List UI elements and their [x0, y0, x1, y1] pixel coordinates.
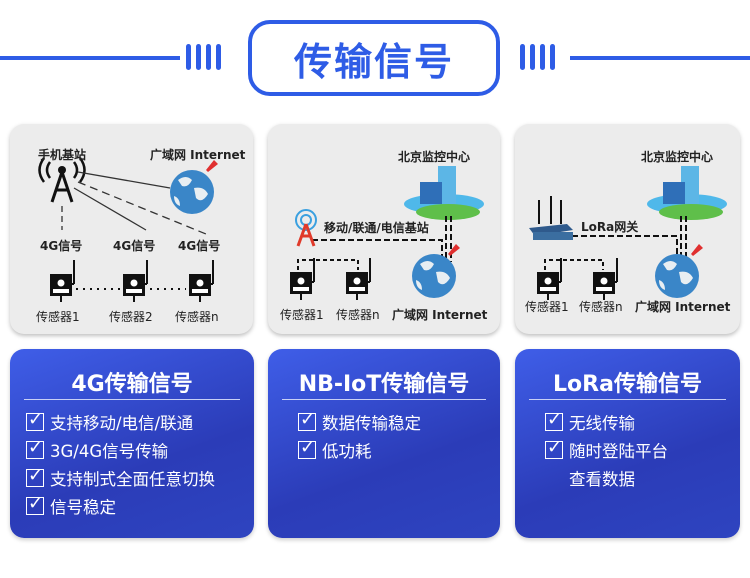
card-title: LoRa传输信号	[553, 372, 702, 397]
feature-item: ✓ 3G/4G信号传输	[26, 436, 254, 464]
diagram-4g-graphic	[38, 157, 218, 303]
feature-text: 数据传输稳定	[322, 414, 421, 433]
card-nbiot: NB-IoT传输信号 ✓ 数据传输稳定 ✓ 低功耗	[268, 349, 500, 538]
checkbox-icon: ✓	[26, 493, 44, 515]
sensor-icon	[345, 257, 371, 301]
sensor-label: 传感器n	[579, 300, 623, 314]
page-title: 传输信号	[248, 20, 500, 96]
divider	[282, 399, 486, 400]
feature-item: ✓ 信号稳定	[26, 492, 254, 520]
sensor-label: 传感器n	[336, 308, 380, 322]
feature-item: ✓ 低功耗	[298, 436, 500, 464]
card-4g: 4G传输信号 ✓ 支持移动/电信/联通 ✓ 3G/4G信号传输 ✓ 支持制式全面任意切…	[10, 349, 254, 538]
checkbox-icon: ✓	[26, 437, 44, 459]
diagram-lora: 北京监控中心 LoRa网关 传感器1 传感器n 广域网 Internet	[515, 124, 740, 334]
globe-icon	[412, 244, 460, 298]
header-bars-right	[520, 44, 555, 70]
base-station-label: 移动/联通/电信基站	[324, 221, 429, 235]
sensor-icon	[49, 259, 75, 303]
tower-icon	[38, 157, 86, 203]
checkbox-icon: ✓	[26, 465, 44, 487]
feature-item: ✓ 随时登陆平台	[545, 436, 740, 464]
feature-item: ✓ 数据传输稳定	[298, 408, 500, 436]
header-bars-left	[186, 44, 221, 70]
base-station-label: 手机基站	[38, 148, 87, 162]
feature-text: 3G/4G信号传输	[50, 442, 169, 461]
center-label: 北京监控中心	[398, 150, 471, 164]
checkbox-icon: ✓	[298, 437, 316, 459]
sensor-label: 传感器1	[36, 310, 80, 324]
sensor-label: 传感器2	[109, 310, 153, 324]
sensor-label: 传感器n	[175, 310, 219, 324]
feature-item: ✓ 无线传输	[545, 408, 740, 436]
feature-text: 支持移动/电信/联通	[50, 414, 194, 433]
gateway-label: LoRa网关	[581, 220, 639, 234]
card-lora: LoRa传输信号 ✓ 无线传输 ✓ 随时登陆平台 查看数据	[515, 349, 740, 538]
internet-label: 广域网 Internet	[392, 308, 488, 322]
internet-label: 广域网 Internet	[635, 300, 731, 314]
feature-text: 低功耗	[322, 442, 372, 461]
feature-text: 随时登陆平台	[569, 442, 668, 461]
center-label: 北京监控中心	[641, 150, 714, 164]
feature-item: 查看数据	[545, 464, 740, 492]
header-line-left	[0, 56, 180, 60]
monitoring-center-icon	[647, 166, 727, 220]
feature-text: 信号稳定	[50, 498, 116, 517]
signal-label: 4G信号	[40, 239, 83, 253]
feature-text: 支持制式全面任意切换	[50, 470, 215, 489]
sensor-icon	[289, 257, 315, 301]
checkbox-icon: ✓	[545, 409, 563, 431]
diagram-nbiot-graphic	[289, 166, 484, 301]
card-title: NB-IoT传输信号	[298, 372, 470, 397]
sensor-label: 传感器1	[525, 300, 569, 314]
globe-icon	[655, 244, 703, 298]
divider	[24, 399, 240, 400]
divider	[529, 399, 726, 400]
diagram-nbiot: 北京监控中心 移动/联通/电信基站 传感器1 传感器n 广域网 Internet	[268, 124, 500, 334]
checkbox-icon: ✓	[545, 437, 563, 459]
diagram-lora-graphic	[529, 166, 727, 301]
feature-text: 查看数据	[569, 470, 635, 489]
diagram-4g: 手机基站 广域网 Internet 4G信号 4G信号 4G信号 传感器1 传感…	[10, 124, 253, 334]
sensor-icon	[536, 257, 562, 301]
monitoring-center-icon	[404, 166, 484, 220]
tower-icon	[295, 209, 317, 247]
feature-item: ✓ 支持移动/电信/联通	[26, 408, 254, 436]
signal-label: 4G信号	[178, 239, 221, 253]
header-line-right	[570, 56, 750, 60]
sensor-icon	[122, 259, 148, 303]
card-title: 4G传输信号	[71, 372, 193, 397]
checkbox-icon: ✓	[298, 409, 316, 431]
sensor-icon	[592, 257, 618, 301]
sensor-label: 传感器1	[280, 308, 324, 322]
checkbox-icon: ✓	[26, 409, 44, 431]
sensor-icon	[188, 259, 214, 303]
signal-label: 4G信号	[113, 239, 156, 253]
internet-label: 广域网 Internet	[150, 148, 246, 162]
globe-icon	[170, 160, 218, 214]
router-icon	[529, 196, 573, 240]
feature-text: 无线传输	[569, 414, 635, 433]
feature-item: ✓ 支持制式全面任意切换	[26, 464, 254, 492]
